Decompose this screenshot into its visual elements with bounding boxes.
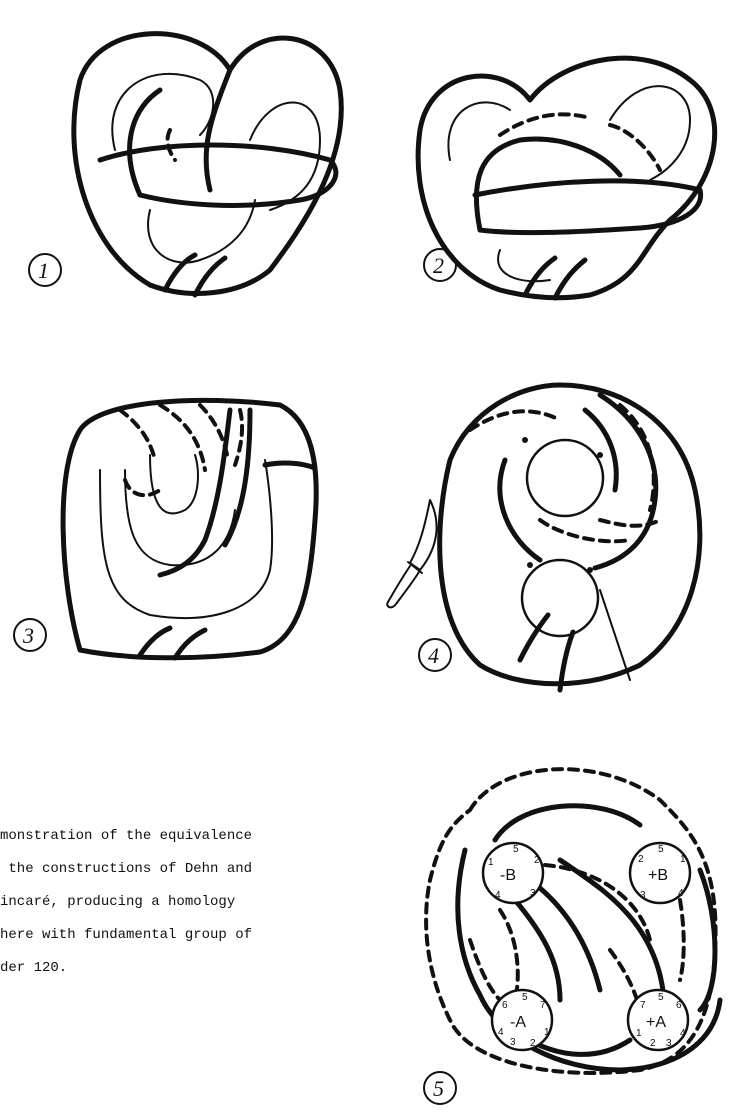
svg-text:7: 7 xyxy=(640,1000,646,1011)
caption-line: der 120. xyxy=(0,952,360,985)
svg-text:3: 3 xyxy=(666,1038,672,1049)
panel-number-2: 2 xyxy=(433,253,444,278)
panel-3-surface: 3 xyxy=(14,400,316,658)
svg-text:5: 5 xyxy=(658,844,664,855)
svg-text:3: 3 xyxy=(510,1037,516,1048)
svg-text:4: 4 xyxy=(678,888,684,899)
svg-text:3: 3 xyxy=(640,890,646,901)
caption-line: monstration of the equivalence xyxy=(0,820,360,853)
knife-icon xyxy=(387,500,436,607)
disc-label-plus-b: +B xyxy=(648,867,668,884)
svg-text:4: 4 xyxy=(680,1028,686,1039)
svg-text:2: 2 xyxy=(534,855,540,866)
panel-number-4: 4 xyxy=(428,643,439,668)
figure-caption: monstration of the equivalence the const… xyxy=(0,820,360,985)
caption-line: here with fundamental group of xyxy=(0,919,360,952)
panel-number-3: 3 xyxy=(22,623,34,648)
panel-1-trefoil: 1 xyxy=(29,34,341,295)
svg-text:2: 2 xyxy=(638,854,644,865)
svg-text:4: 4 xyxy=(495,890,501,901)
svg-text:7: 7 xyxy=(540,1000,546,1011)
panel-5-heegaard: -B 1 5 2 4 3 +B 2 5 1 3 4 -A 6 5 7 4 3 2… xyxy=(424,769,720,1104)
svg-text:4: 4 xyxy=(498,1027,504,1038)
svg-text:6: 6 xyxy=(676,1000,682,1011)
caption-line: incaré, producing a homology xyxy=(0,886,360,919)
panel-4-surface: 4 xyxy=(387,385,700,690)
svg-text:6: 6 xyxy=(502,1000,508,1011)
svg-text:3: 3 xyxy=(530,888,536,899)
disc-label-plus-a: +A xyxy=(646,1014,666,1031)
svg-text:5: 5 xyxy=(522,992,528,1003)
panel-number-1: 1 xyxy=(38,258,49,283)
svg-text:1: 1 xyxy=(680,854,686,865)
svg-text:2: 2 xyxy=(530,1038,536,1049)
disc-label-minus-b: -B xyxy=(500,867,516,884)
disc-label-minus-a: -A xyxy=(510,1014,526,1031)
svg-text:5: 5 xyxy=(513,844,519,855)
svg-text:5: 5 xyxy=(658,992,664,1003)
panel-2-knot: 2 xyxy=(418,58,715,298)
svg-text:1: 1 xyxy=(636,1028,642,1039)
svg-text:1: 1 xyxy=(544,1027,550,1038)
svg-text:2: 2 xyxy=(650,1038,656,1049)
panel-number-5: 5 xyxy=(433,1076,444,1101)
svg-text:1: 1 xyxy=(488,857,494,868)
caption-line: the constructions of Dehn and xyxy=(0,853,360,886)
